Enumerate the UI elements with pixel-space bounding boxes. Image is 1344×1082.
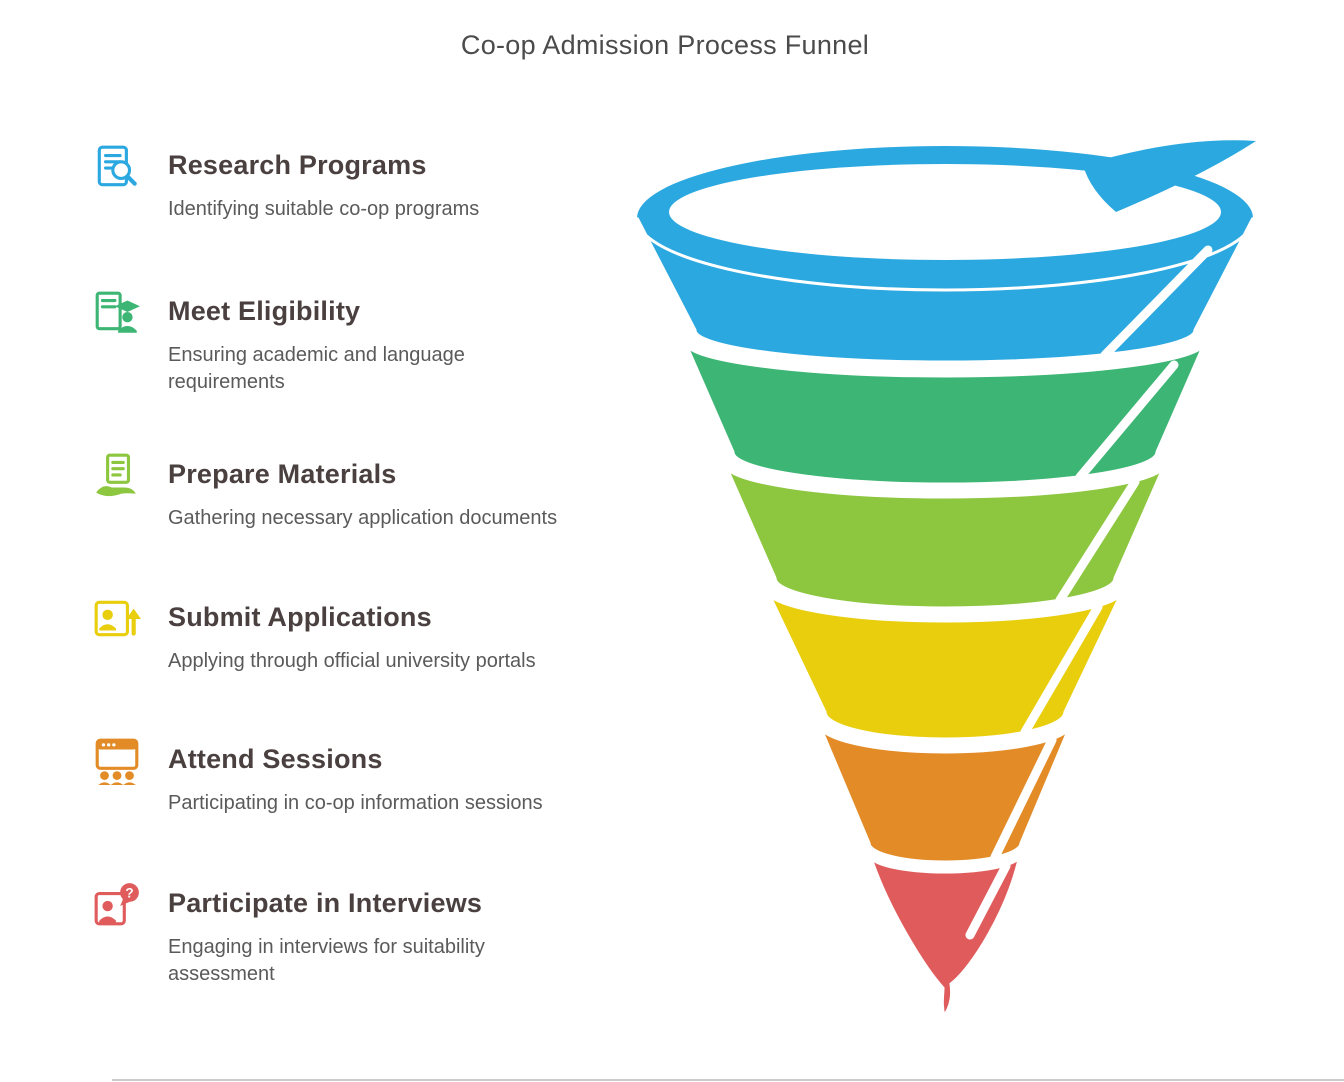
step-title: Submit Applications	[168, 602, 432, 632]
funnel-segment-applications	[765, 589, 1125, 741]
step-description: Identifying suitable co-op programs	[168, 198, 480, 220]
step-description: Engaging in interviews for suitability a…	[168, 936, 485, 985]
funnel-wrap-gap	[1020, 602, 1103, 737]
step-meet-eligibility: Meet Eligibility Ensuring academic and l…	[92, 288, 652, 396]
upload-profile-icon	[92, 594, 142, 644]
funnel-segment-materials	[723, 463, 1167, 610]
funnel-segment-eligibility	[683, 341, 1207, 486]
step-research-programs: Research Programs Identifying suitable c…	[92, 142, 652, 223]
step-attend-sessions: Attend Sessions Participating in co-op i…	[92, 736, 652, 817]
funnel-wrap-gap	[990, 735, 1057, 862]
step-description: Participating in co-op information sessi…	[168, 792, 543, 814]
funnel-wrap-gap	[1075, 360, 1179, 482]
step-participate-interviews: ? Participate in Interviews Engaging in …	[92, 880, 652, 988]
svg-text:?: ?	[125, 886, 133, 901]
step-title: Participate in Interviews	[168, 888, 483, 918]
step-description: Ensuring academic and language requireme…	[168, 344, 465, 393]
step-description: Applying through official university por…	[168, 650, 536, 672]
funnel-segment-interviews	[868, 854, 1022, 1020]
funnel-chart	[635, 140, 1256, 1020]
funnel-wrap-gap	[1100, 245, 1213, 360]
step-description: Gathering necessary application document…	[168, 507, 558, 529]
funnel-wrap-gap	[1055, 477, 1140, 605]
bottom-divider	[112, 1079, 1344, 1081]
presentation-audience-icon	[92, 736, 142, 786]
funnel-wrap-gap	[965, 861, 1011, 940]
funnel-top-swoosh	[1083, 140, 1256, 212]
step-title: Prepare Materials	[168, 459, 397, 489]
step-title: Meet Eligibility	[168, 296, 361, 326]
page-title: Co-op Admission Process Funnel	[460, 30, 870, 60]
graduation-document-icon	[92, 288, 142, 338]
document-search-icon	[92, 142, 142, 192]
funnel-opening	[669, 164, 1221, 260]
step-title: Research Programs	[168, 150, 427, 180]
step-title: Attend Sessions	[168, 744, 383, 774]
hand-document-icon	[92, 451, 142, 501]
step-submit-applications: Submit Applications Applying through off…	[92, 594, 652, 675]
funnel-segment-sessions	[817, 723, 1073, 864]
funnel-segment-research	[635, 217, 1255, 364]
interview-question-icon: ?	[92, 880, 142, 930]
step-prepare-materials: Prepare Materials Gathering necessary ap…	[92, 451, 652, 532]
